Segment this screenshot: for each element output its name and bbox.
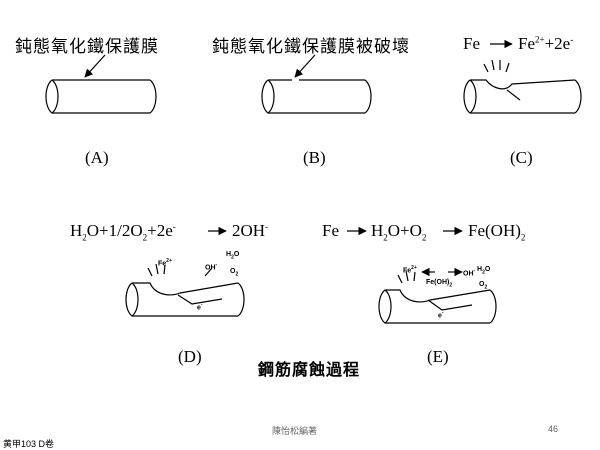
panel-label-a: (A) bbox=[85, 148, 109, 167]
panel-label-c: (C) bbox=[510, 148, 533, 167]
rebar-e bbox=[378, 267, 497, 324]
label-fe-ion-e: Fe2+ bbox=[403, 265, 417, 275]
label-h2o-d: H2O bbox=[226, 251, 240, 261]
footer-corner-note: 黄甲103 D卷 bbox=[3, 439, 55, 449]
label-passive-film: 鈍態氧化鐵保護膜 bbox=[15, 37, 159, 57]
rebar-c bbox=[463, 59, 582, 114]
label-passive-film-broken: 鈍態氧化鐵保護膜被破壞 bbox=[212, 37, 410, 57]
panel-label-e: (E) bbox=[427, 347, 449, 366]
footer-author: 陳怡松編著 bbox=[272, 426, 318, 436]
panel-label-b: (B) bbox=[303, 148, 326, 167]
label-fe-ion-d: Fe2+ bbox=[158, 258, 172, 268]
figure-caption: 鋼筋腐蝕過程 bbox=[258, 360, 361, 379]
label-electron-e: e- bbox=[438, 310, 444, 320]
equation-hydroxide-reactant: Fe bbox=[322, 221, 339, 240]
rebar-a bbox=[45, 79, 157, 114]
label-oh-e: OH- bbox=[463, 268, 476, 278]
equation-hydroxide-product: Fe(OH)2 bbox=[468, 221, 526, 243]
arrow-film-a bbox=[84, 54, 106, 78]
label-o2-e: O2 bbox=[479, 281, 488, 291]
equation-oxidation: Fe bbox=[463, 34, 480, 53]
footer-page-number: 46 bbox=[548, 424, 559, 434]
panel-label-d: (D) bbox=[178, 347, 202, 366]
label-electron-d: e- bbox=[197, 302, 203, 312]
label-h2o-e: H2O bbox=[477, 266, 491, 276]
equation-hydroxide-water: H2O+O2 bbox=[371, 221, 427, 243]
equation-reduction: H2O+1/2O2+2e- bbox=[70, 221, 176, 243]
rebar-b bbox=[261, 79, 372, 114]
arrow-film-b bbox=[294, 54, 316, 78]
equation-reduction-product: 2OH- bbox=[232, 221, 269, 240]
label-fe-hydroxide-e: Fe(OH)2 bbox=[426, 279, 453, 289]
label-oh-d: OH- bbox=[205, 262, 218, 272]
rebar-d bbox=[125, 263, 245, 317]
equation-oxidation-products: Fe2++2e- bbox=[518, 34, 574, 53]
label-o2-d: O2 bbox=[230, 268, 239, 278]
